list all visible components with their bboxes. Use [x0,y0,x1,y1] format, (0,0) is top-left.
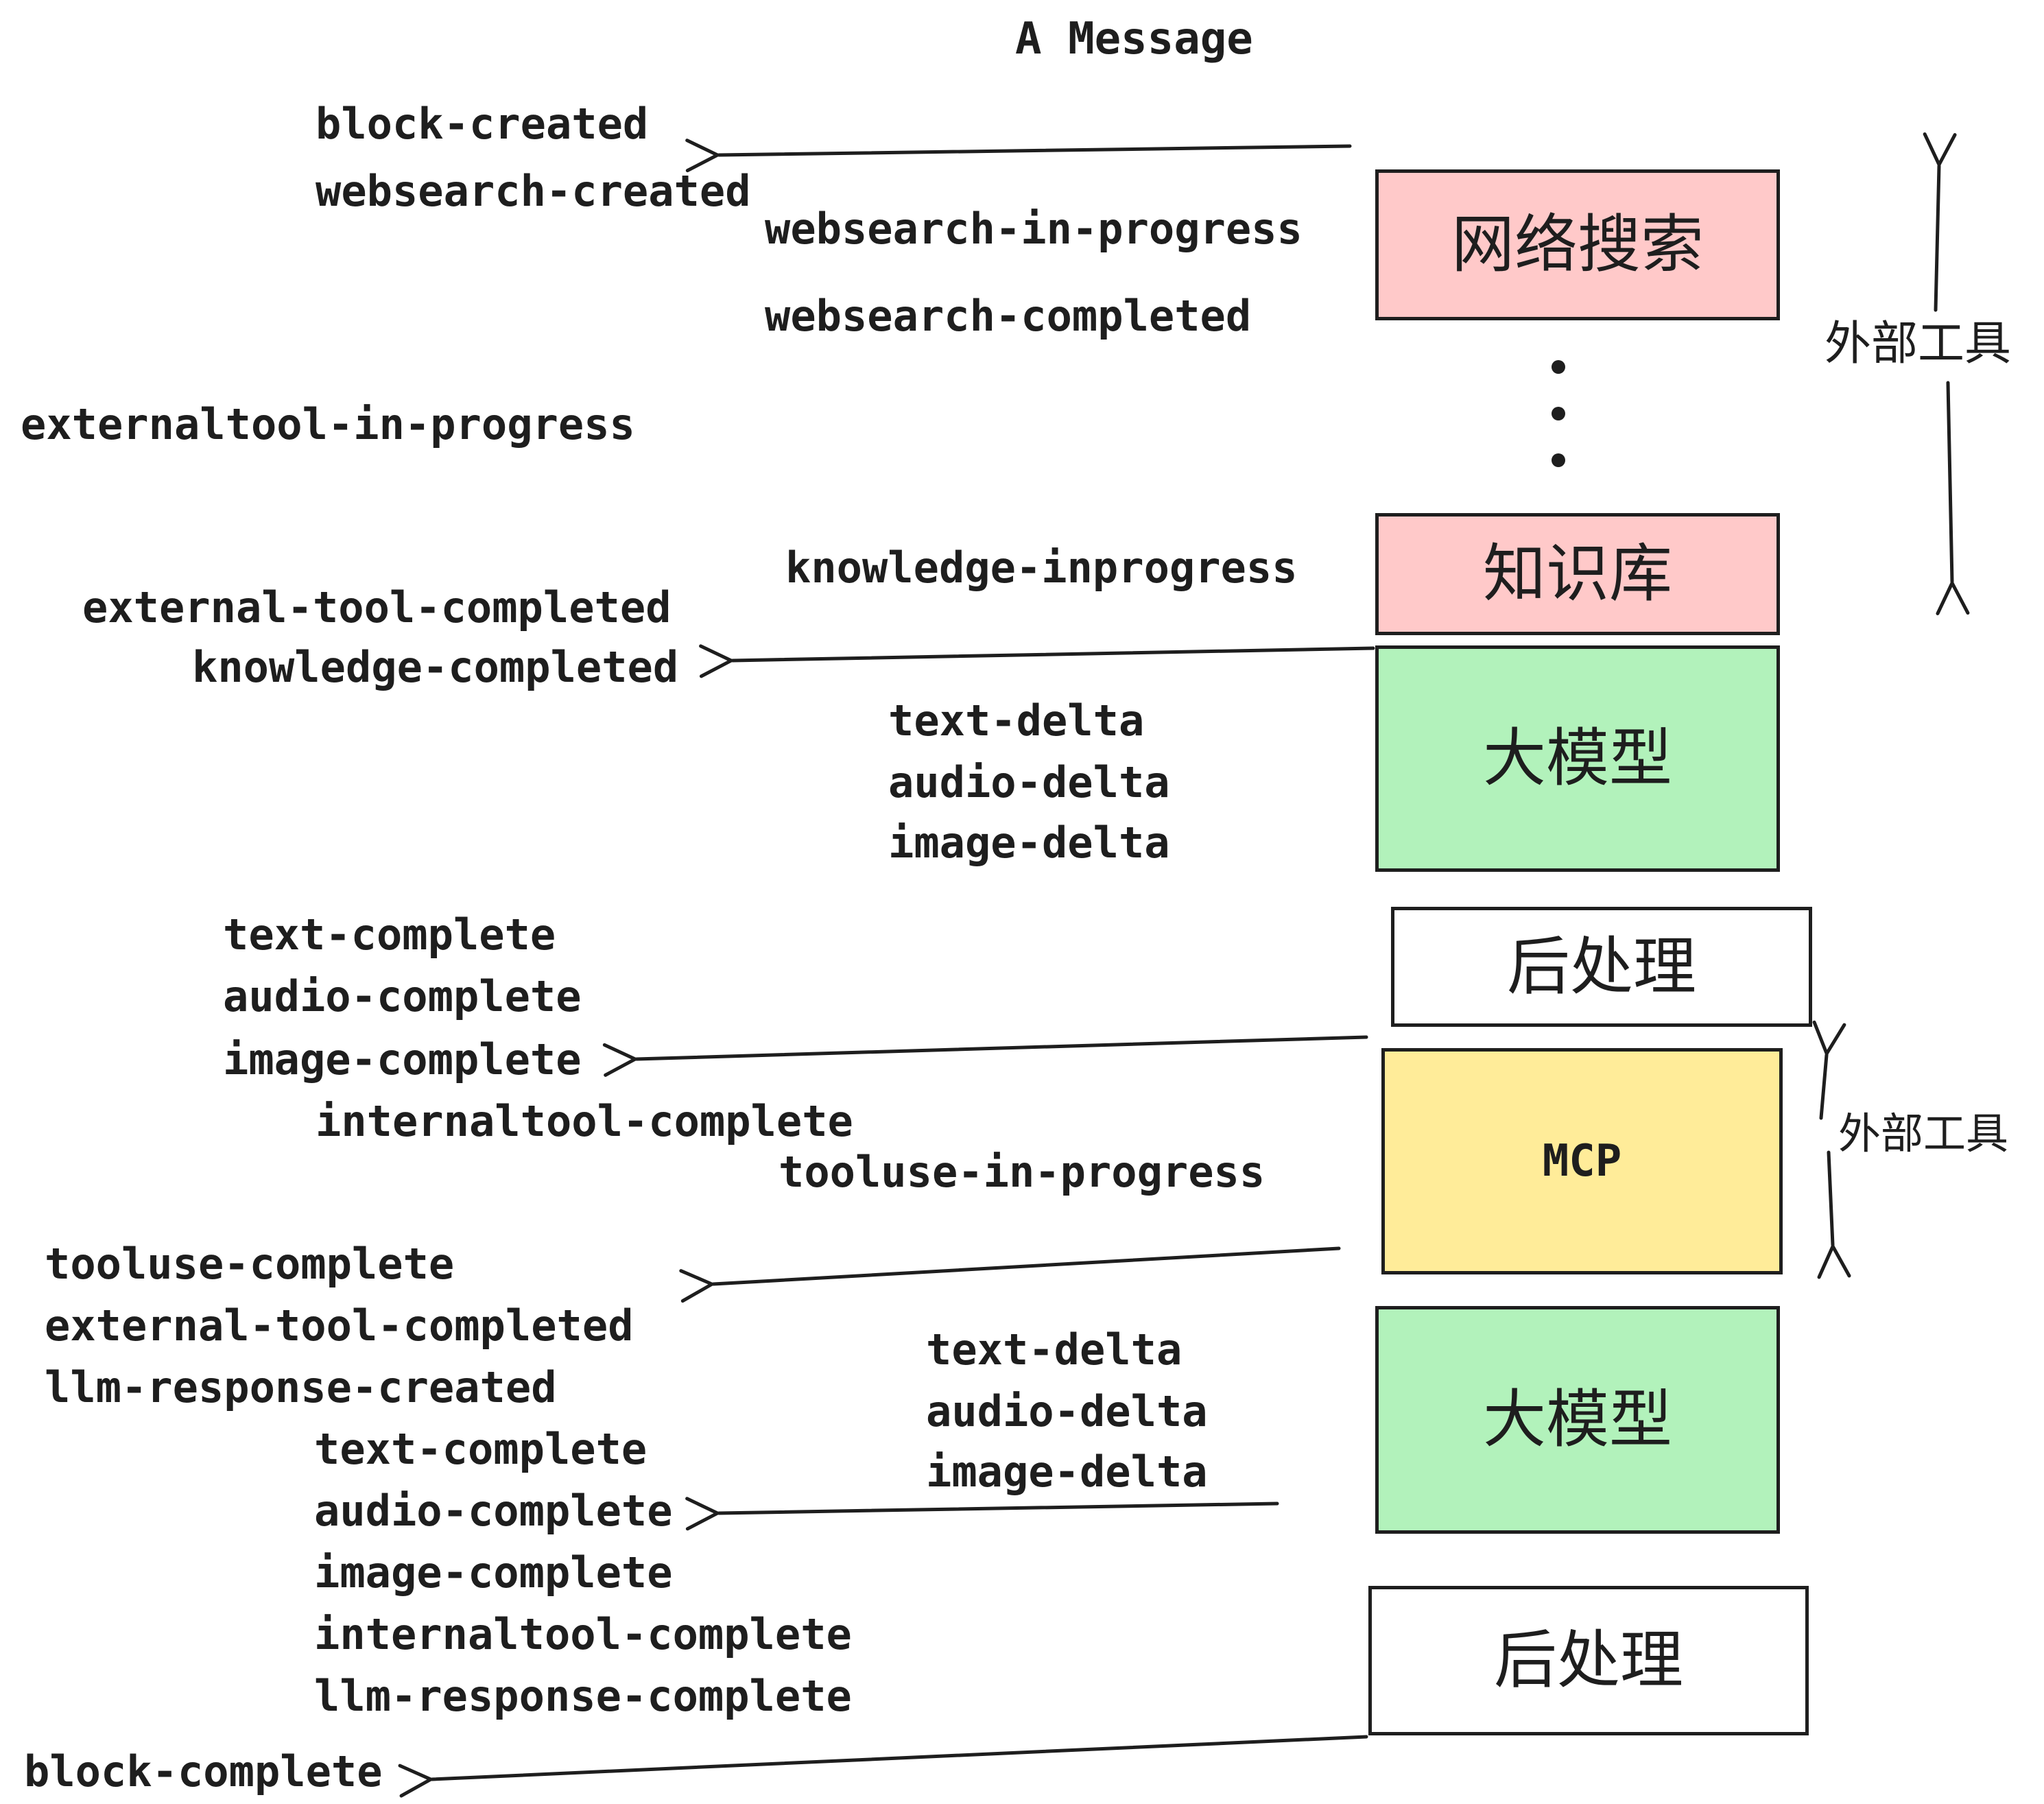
ellipsis-dot-2 [1552,407,1565,420]
box-websearch: 网络搜索 [1375,169,1780,320]
event-tooluse-in-progress: tooluse-in-progress [779,1147,1265,1197]
event-text-delta-2: text-delta [926,1325,1183,1375]
event-image-complete-1: image-complete [223,1034,582,1084]
event-websearch-created: websearch-created [316,166,751,216]
external-tools-1-down-arrow [1936,381,1970,615]
box-llm-2: 大模型 [1375,1306,1780,1534]
event-tooluse-complete: tooluse-complete [45,1239,455,1289]
event-text-delta-1: text-delta [888,696,1145,746]
box-mcp: MCP [1381,1048,1783,1274]
event-image-complete-2: image-complete [314,1547,673,1598]
event-block-created: block-created [316,99,649,149]
page-title: A Message [1015,14,1253,64]
external-tools-2-up-arrow [1812,1020,1846,1120]
box-llm-1-label: 大模型 [1482,722,1672,795]
event-audio-complete-2: audio-complete [314,1486,673,1536]
event-knowledge-completed: knowledge-completed [192,642,679,692]
ellipsis-dot-3 [1552,453,1565,467]
event-llm-response-created: llm-response-created [45,1362,557,1412]
box-post-2: 后处理 [1368,1586,1809,1735]
box-knowledge-label: 知识库 [1482,537,1672,610]
box-llm-2-label: 大模型 [1482,1383,1672,1456]
arrow-to-block-created [685,139,1352,173]
event-websearch-completed: websearch-completed [765,291,1252,341]
event-internaltool-complete-2: internaltool-complete [314,1609,852,1659]
arrow-to-image-complete [602,1035,1368,1077]
event-text-complete-2: text-complete [314,1424,647,1474]
box-websearch-label: 网络搜索 [1451,208,1704,281]
side-label-external-tools-1: 外部工具 [1825,317,2012,371]
external-tools-1-up-arrow [1923,132,1957,312]
side-label-external-tools-2: 外部工具 [1838,1108,2009,1159]
arrow-to-audio-complete [685,1497,1279,1531]
box-post-1-label: 后处理 [1506,929,1696,1004]
event-audio-delta-1: audio-delta [888,757,1170,807]
event-external-tool-completed-2: external-tool-completed [45,1301,634,1351]
arrow-to-tooluse-complete [679,1246,1341,1303]
box-post-2-label: 后处理 [1493,1624,1683,1697]
box-post-1: 后处理 [1391,907,1812,1027]
event-image-delta-2: image-delta [926,1447,1208,1497]
event-text-complete-1: text-complete [223,910,556,960]
event-external-tool-completed-1: external-tool-completed [82,582,672,632]
event-llm-response-complete: llm-response-complete [314,1671,852,1721]
event-image-delta-1: image-delta [888,818,1170,868]
arrow-to-knowledge-completed [699,644,1375,678]
event-knowledge-inprogress: knowledge-inprogress [785,543,1298,593]
event-audio-complete-1: audio-complete [223,971,582,1021]
box-knowledge: 知识库 [1375,513,1780,635]
box-mcp-label: MCP [1542,1136,1622,1187]
event-externaltool-in-progress: externaltool-in-progress [21,399,635,449]
event-websearch-in-progress: websearch-in-progress [765,204,1303,254]
arrow-to-block-complete [398,1735,1368,1798]
box-llm-1: 大模型 [1375,645,1780,872]
event-internaltool-complete-1: internaltool-complete [316,1096,853,1146]
external-tools-2-down-arrow [1817,1150,1851,1279]
event-block-complete: block-complete [24,1746,383,1796]
event-audio-delta-2: audio-delta [926,1386,1208,1436]
ellipsis-dot-1 [1552,360,1565,374]
